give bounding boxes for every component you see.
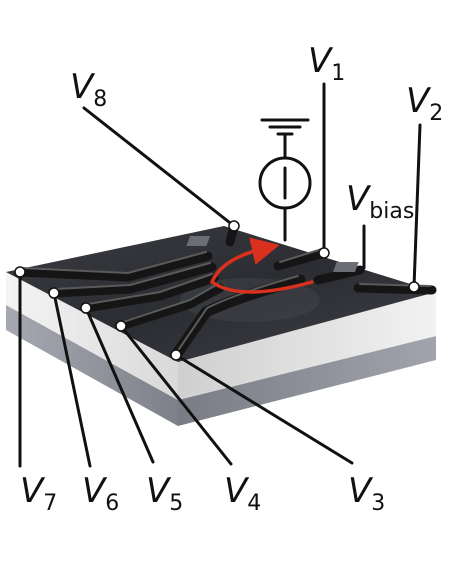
gate-v5: [81, 273, 219, 313]
leader-v3: [174, 353, 354, 465]
leader-v2: [412, 123, 422, 289]
contact-dots: [14, 220, 420, 361]
label-v4: V4: [224, 471, 261, 516]
leader-v4: [119, 324, 233, 466]
gate-v7: [15, 251, 213, 282]
label-v7: V7: [20, 471, 57, 516]
leader-v6: [52, 291, 92, 468]
chip-top-surface: [6, 226, 436, 362]
label-v1: V1: [308, 41, 345, 86]
label-vbias: Vbias: [346, 179, 414, 224]
gate-v6: [49, 262, 217, 298]
substrate-left-white: [6, 272, 178, 400]
gate-v3: [170, 274, 306, 361]
label-v8: V8: [70, 67, 107, 112]
dot-v2: [408, 281, 420, 293]
chip: [6, 226, 436, 426]
ammeter-symbol: [258, 118, 312, 242]
gate-v2: [353, 283, 437, 295]
dot-v8: [228, 220, 240, 232]
leader-lines: [18, 82, 422, 468]
gate-v1: [273, 248, 329, 271]
dot-v3: [170, 349, 182, 361]
electron-transfer-arrow: [209, 237, 314, 294]
voltage-labels: V8 V1 V2 Vbias V7 V6 V5 V4 V3: [20, 41, 443, 516]
substrate-right-gray: [178, 336, 436, 426]
dot-v6: [48, 287, 60, 299]
leader-v5: [84, 306, 155, 464]
substrate-right-white: [178, 292, 436, 400]
dot-v4: [115, 320, 127, 332]
label-v5: V5: [146, 471, 183, 516]
label-v3: V3: [348, 471, 385, 516]
label-v6: V6: [82, 471, 119, 516]
label-v2: V2: [406, 81, 443, 126]
dot-v7: [14, 266, 26, 278]
contact-pad-sensor: [186, 236, 211, 246]
gate-v4: [116, 283, 225, 331]
leader-v8: [82, 106, 236, 228]
contact-pad-bias: [333, 262, 359, 272]
substrate-left-gray: [6, 305, 178, 426]
dot-v1: [318, 247, 330, 259]
dot-v5: [80, 302, 92, 314]
